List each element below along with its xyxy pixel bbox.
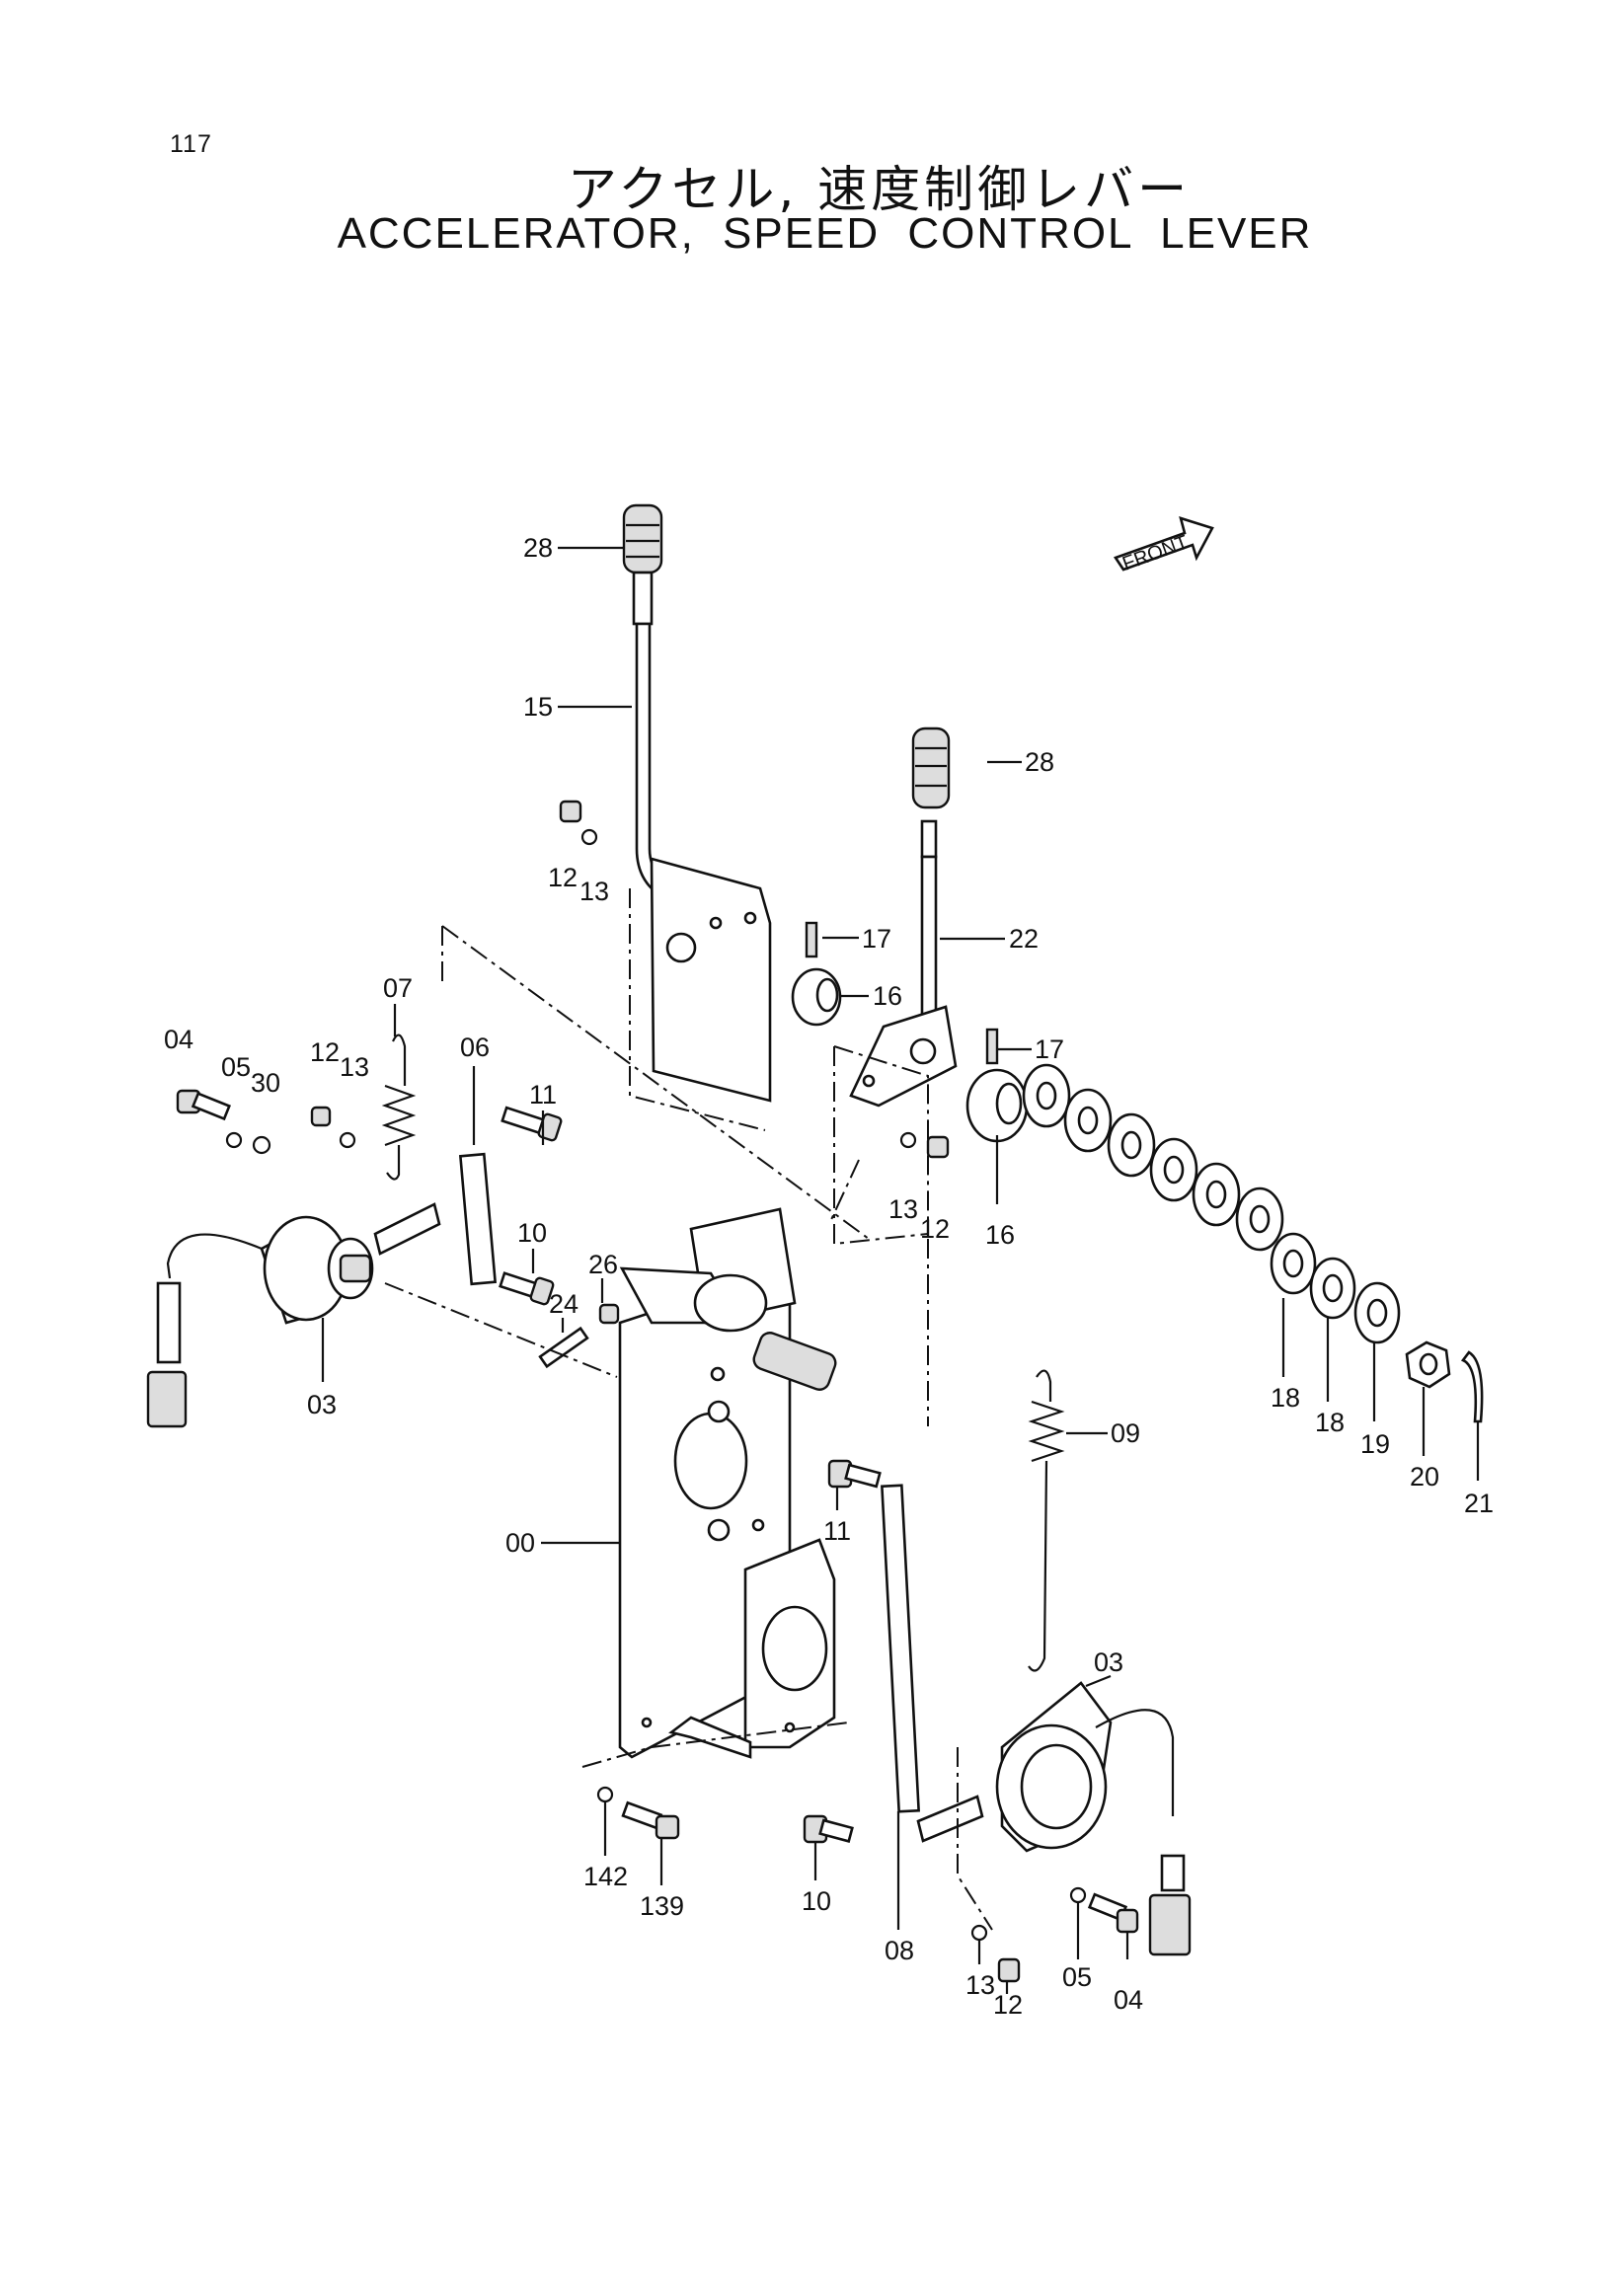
title-english: ACCELERATOR, SPEED CONTROL LEVER	[337, 209, 1313, 258]
callout-label: 09	[1111, 1418, 1140, 1448]
callout-label: 13	[579, 877, 609, 906]
callout-label: 12	[993, 1990, 1023, 2020]
callout-label: 10	[802, 1886, 831, 1916]
sensor-upper-left-part	[146, 1215, 374, 1428]
callout-label: 12	[310, 1037, 340, 1067]
front-label: FRONT	[1119, 531, 1191, 574]
sensor-lever-part	[373, 1202, 441, 1256]
callout-label: 17	[1035, 1034, 1064, 1064]
callout-label: 18	[1315, 1408, 1345, 1437]
callout-leaders	[321, 546, 1480, 1994]
sensor-lever-part	[916, 1795, 984, 1843]
lever-right-part	[849, 727, 958, 1108]
callout-label: 12	[548, 863, 578, 892]
callout-label: 03	[307, 1390, 337, 1419]
callout-label: 16	[873, 981, 902, 1011]
title-japanese: アクセル, 速度制御レバー	[567, 161, 1192, 218]
callout-label: 11	[529, 1080, 557, 1110]
callout-label: 10	[517, 1218, 547, 1248]
main-bracket-part	[618, 1271, 836, 1759]
page-number: 117	[170, 130, 212, 158]
callout-label: 13	[888, 1194, 918, 1224]
callout-label: 03	[1094, 1647, 1123, 1677]
callout-label: 15	[523, 692, 553, 722]
spring-part	[1028, 1369, 1065, 1672]
callout-label: 30	[251, 1068, 280, 1098]
fastener-parts	[176, 800, 1139, 1983]
cotter-pin-part	[1460, 1350, 1484, 1423]
callout-label: 21	[1464, 1489, 1494, 1518]
front-arrow-icon: FRONT	[1113, 516, 1214, 575]
callout-label: 06	[460, 1033, 490, 1062]
lever-left-part	[622, 503, 772, 1103]
callout-label: 04	[164, 1025, 193, 1054]
callout-labels: 28 15 28 12 13 17 22 16 17 07 04 05 30 1…	[164, 533, 1494, 2020]
callout-label: 24	[549, 1289, 579, 1319]
callout-label: 22	[1009, 924, 1039, 954]
shaft-assembly-part	[619, 1207, 837, 1391]
callout-label: 26	[588, 1250, 618, 1279]
callout-label: 142	[583, 1862, 628, 1891]
callout-label: 13	[965, 1970, 995, 2000]
callout-label: 17	[862, 924, 891, 954]
castle-nut-part	[1405, 1340, 1451, 1389]
callout-label: 16	[985, 1220, 1015, 1250]
spring-part	[381, 1033, 417, 1181]
callout-label: 28	[523, 533, 553, 563]
callout-label: 05	[221, 1052, 251, 1082]
callout-label: 11	[823, 1516, 851, 1546]
callout-label: 139	[640, 1891, 684, 1921]
callout-label: 19	[1360, 1429, 1390, 1459]
callout-label: 28	[1025, 747, 1054, 777]
callout-label: 05	[1062, 1962, 1092, 1992]
sensor-lower-right-part	[995, 1681, 1192, 1956]
callout-label: 12	[920, 1214, 950, 1244]
washer-stack-part	[1022, 1063, 1401, 1344]
callout-label: 20	[1410, 1462, 1439, 1492]
assembly-lines	[384, 888, 993, 1931]
callout-label: 13	[340, 1052, 369, 1082]
callout-label: 07	[383, 973, 413, 1003]
pin-part	[985, 1028, 999, 1065]
callout-label: 08	[885, 1936, 914, 1965]
pin-part	[805, 921, 818, 958]
callout-label: 18	[1271, 1383, 1300, 1413]
callout-label: 00	[505, 1528, 535, 1558]
link-rod-part	[881, 1484, 920, 1813]
link-rod-part	[458, 1152, 498, 1286]
callout-label: 04	[1114, 1985, 1143, 2015]
